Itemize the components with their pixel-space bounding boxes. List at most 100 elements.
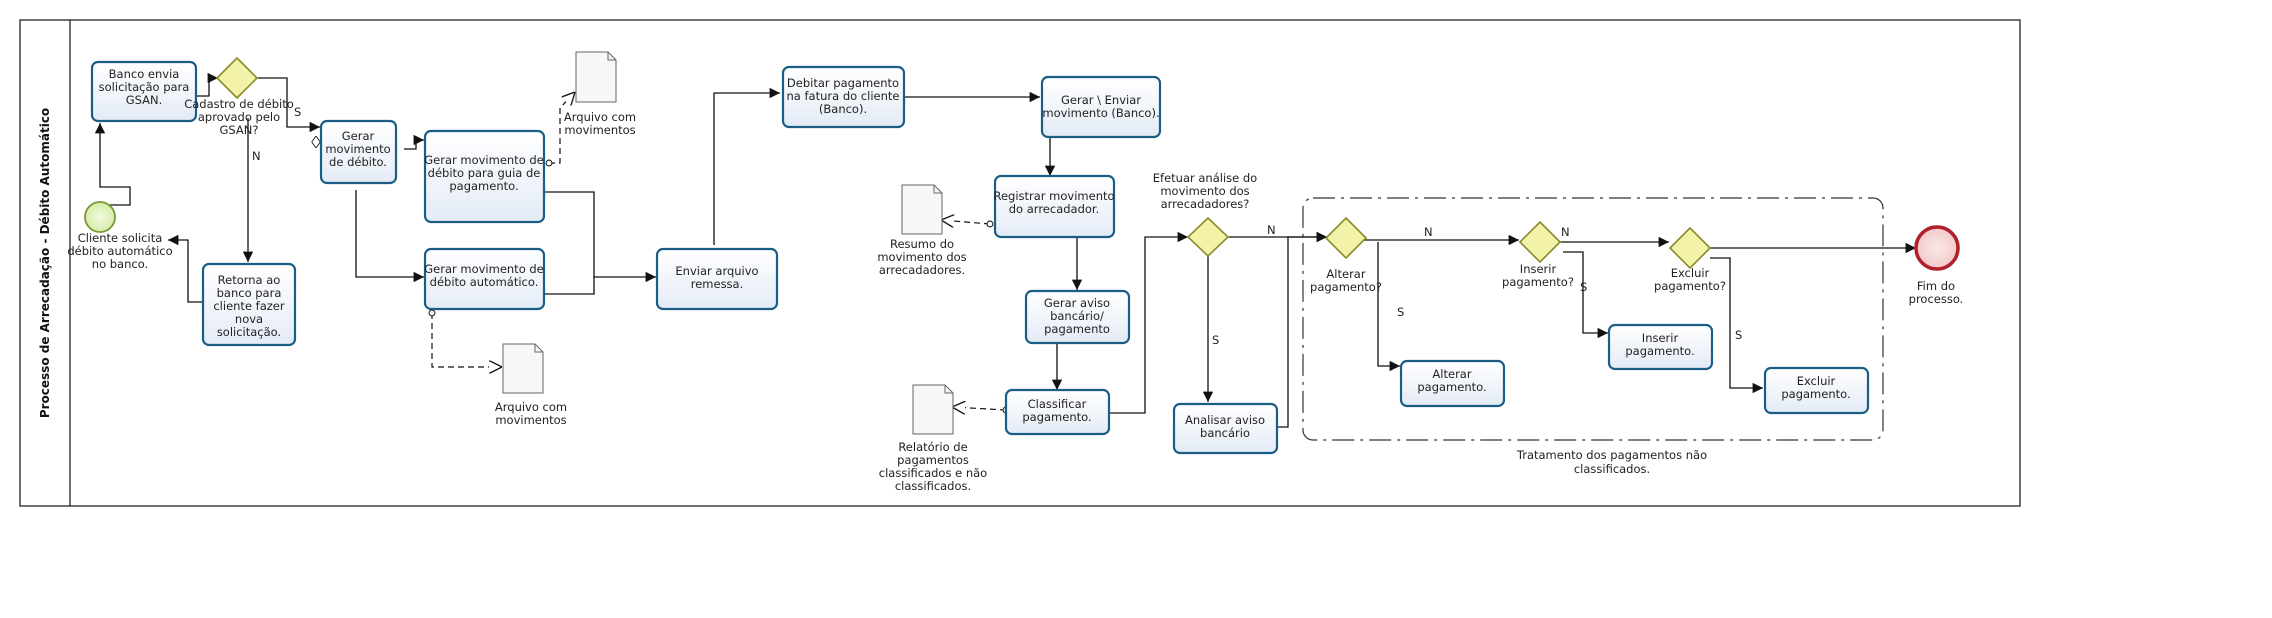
flow-alterar-s xyxy=(1377,242,1400,372)
svg-text:solicitação.: solicitação. xyxy=(217,325,281,339)
svg-text:pagamento.: pagamento. xyxy=(1022,410,1091,424)
svg-text:Excluir: Excluir xyxy=(1671,266,1710,280)
task-classificar: Classificar pagamento. xyxy=(1004,388,1111,436)
svg-text:Debitar pagamento: Debitar pagamento xyxy=(787,76,899,90)
svg-text:de débito.: de débito. xyxy=(329,155,387,169)
svg-text:Banco envia: Banco envia xyxy=(109,67,180,81)
svg-text:Gerar \ Enviar: Gerar \ Enviar xyxy=(1061,93,1141,107)
svg-text:Analisar aviso: Analisar aviso xyxy=(1185,413,1265,427)
svg-text:pagamento?: pagamento? xyxy=(1310,280,1382,294)
svg-text:pagamento.: pagamento. xyxy=(1625,344,1694,358)
svg-text:Inserir: Inserir xyxy=(1520,262,1557,276)
flow-analisar-to-alterar xyxy=(1275,231,1327,428)
start-label-l1: Cliente solicita xyxy=(78,231,163,245)
group-label-line2: classificados. xyxy=(1574,462,1650,476)
task-banco-envia: Banco envia solicitação para GSAN. xyxy=(90,60,198,123)
svg-text:GSAN?: GSAN? xyxy=(220,123,259,137)
flow-start-to-banco xyxy=(94,123,131,206)
flow-excluir-s xyxy=(1710,257,1763,394)
assoc-registrar-to-resumo xyxy=(941,220,990,224)
data-object-arquivo1: Arquivo com movimentos xyxy=(564,51,636,137)
svg-text:movimento dos: movimento dos xyxy=(1160,184,1249,198)
svg-text:(Banco).: (Banco). xyxy=(819,102,867,116)
svg-text:Arquivo com: Arquivo com xyxy=(564,110,636,124)
svg-text:pagamento.: pagamento. xyxy=(1417,380,1486,394)
svg-text:Resumo do: Resumo do xyxy=(890,237,954,251)
svg-text:GSAN.: GSAN. xyxy=(126,93,163,107)
flow-auto-to-remessa xyxy=(544,277,595,295)
flow-retorna-to-start xyxy=(168,234,203,303)
gateway-alterar: Alterar pagamento? xyxy=(1310,216,1382,294)
assoc-classificar-to-relatorio xyxy=(952,407,1006,410)
svg-text:aprovado pelo: aprovado pelo xyxy=(198,110,280,124)
svg-text:bancário/: bancário/ xyxy=(1050,309,1104,323)
task-debitar-pagamento: Debitar pagamento na fatura do cliente (… xyxy=(781,65,906,129)
flow-gerar-to-auto xyxy=(355,190,424,283)
flow-label-n-alterar: N xyxy=(1424,225,1433,239)
svg-text:Efetuar análise do: Efetuar análise do xyxy=(1153,171,1257,185)
svg-text:Gerar aviso: Gerar aviso xyxy=(1044,296,1110,310)
svg-text:cliente fazer: cliente fazer xyxy=(213,299,285,313)
data-object-arquivo2: Arquivo com movimentos xyxy=(495,343,567,427)
svg-text:classificados e não: classificados e não xyxy=(879,466,987,480)
svg-text:Gerar movimento de: Gerar movimento de xyxy=(424,262,544,276)
task-retorna-banco: Retorna ao banco para cliente fazer nova… xyxy=(201,262,297,347)
svg-text:pagamento?: pagamento? xyxy=(1654,279,1726,293)
pool-label: Processo de Arrecadação - Débito Automát… xyxy=(38,108,52,418)
end-label-l1: Fim do xyxy=(1917,279,1955,293)
svg-text:na fatura do cliente: na fatura do cliente xyxy=(787,89,900,103)
flow-label-s-alterar: S xyxy=(1397,305,1404,319)
flow-label-s-excluir: S xyxy=(1735,328,1742,342)
flow-banco-to-cadastro xyxy=(196,72,218,97)
svg-text:Cadastro de débito: Cadastro de débito xyxy=(184,97,294,111)
svg-text:Excluir: Excluir xyxy=(1797,374,1836,388)
svg-text:débito para guia de: débito para guia de xyxy=(428,166,541,180)
task-analisar-aviso: Analisar aviso bancário xyxy=(1172,402,1279,455)
svg-text:pagamento.: pagamento. xyxy=(449,179,518,193)
svg-text:débito automático.: débito automático. xyxy=(430,275,539,289)
task-excluir: Excluir pagamento. xyxy=(1763,366,1870,415)
gateway-inserir: Inserir pagamento? xyxy=(1502,220,1574,289)
group-nao-classificados: Tratamento dos pagamentos não classifica… xyxy=(1302,197,1884,476)
svg-text:movimentos: movimentos xyxy=(495,413,566,427)
sequence-flows xyxy=(94,72,1916,428)
flow-remessa-to-debitar xyxy=(713,87,780,245)
svg-text:pagamentos: pagamentos xyxy=(897,453,969,467)
task-inserir: Inserir pagamento. xyxy=(1607,323,1714,371)
flow-labels: S N N S N S N S S xyxy=(252,105,1742,347)
flow-label-n-cadastro: N xyxy=(252,149,261,163)
assoc-guia-to-arquivo1 xyxy=(549,92,575,163)
flow-gerar-to-guia xyxy=(404,134,424,150)
data-object-relatorio: Relatório de pagamentos classificados e … xyxy=(879,384,987,493)
svg-text:Inserir: Inserir xyxy=(1642,331,1679,345)
svg-text:pagamento?: pagamento? xyxy=(1502,275,1574,289)
assoc-auto-to-arquivo2 xyxy=(432,313,502,367)
svg-text:Gerar: Gerar xyxy=(342,129,375,143)
svg-text:movimentos: movimentos xyxy=(564,123,635,137)
start-label-l3: no banco. xyxy=(92,257,148,271)
flow-label-s-analise: S xyxy=(1212,333,1219,347)
svg-text:Registrar movimento: Registrar movimento xyxy=(993,189,1114,203)
associations xyxy=(432,92,1006,410)
task-gerar-aviso: Gerar aviso bancário/ pagamento xyxy=(1024,289,1131,345)
svg-text:arrecadadores?: arrecadadores? xyxy=(1161,197,1250,211)
task-gerar-mov-guia: Gerar movimento de débito para guia de p… xyxy=(423,129,546,224)
flow-classificar-to-analise xyxy=(1109,231,1188,414)
data-object-resumo: Resumo do movimento dos arrecadadores. xyxy=(877,184,967,277)
svg-text:Classificar: Classificar xyxy=(1028,397,1087,411)
svg-text:movimento (Banco).: movimento (Banco). xyxy=(1042,106,1159,120)
task-gerar-mov-auto: Gerar movimento de débito automático. xyxy=(423,247,546,311)
flow-guia-to-remessa xyxy=(544,191,656,283)
flow-label-s-inserir: S xyxy=(1580,280,1587,294)
svg-text:solicitação para: solicitação para xyxy=(99,80,190,94)
end-event: Fim do processo. xyxy=(1909,225,1964,306)
svg-text:arrecadadores.: arrecadadores. xyxy=(879,263,965,277)
task-gerar-mov-debito: Gerar movimento de débito. xyxy=(319,119,398,185)
svg-text:banco para: banco para xyxy=(217,286,282,300)
svg-text:Arquivo com: Arquivo com xyxy=(495,400,567,414)
svg-text:Alterar: Alterar xyxy=(1326,267,1365,281)
flow-label-s-cadastro: S xyxy=(294,105,301,119)
end-label-l2: processo. xyxy=(1909,292,1964,306)
svg-text:Retorna ao: Retorna ao xyxy=(218,273,281,287)
